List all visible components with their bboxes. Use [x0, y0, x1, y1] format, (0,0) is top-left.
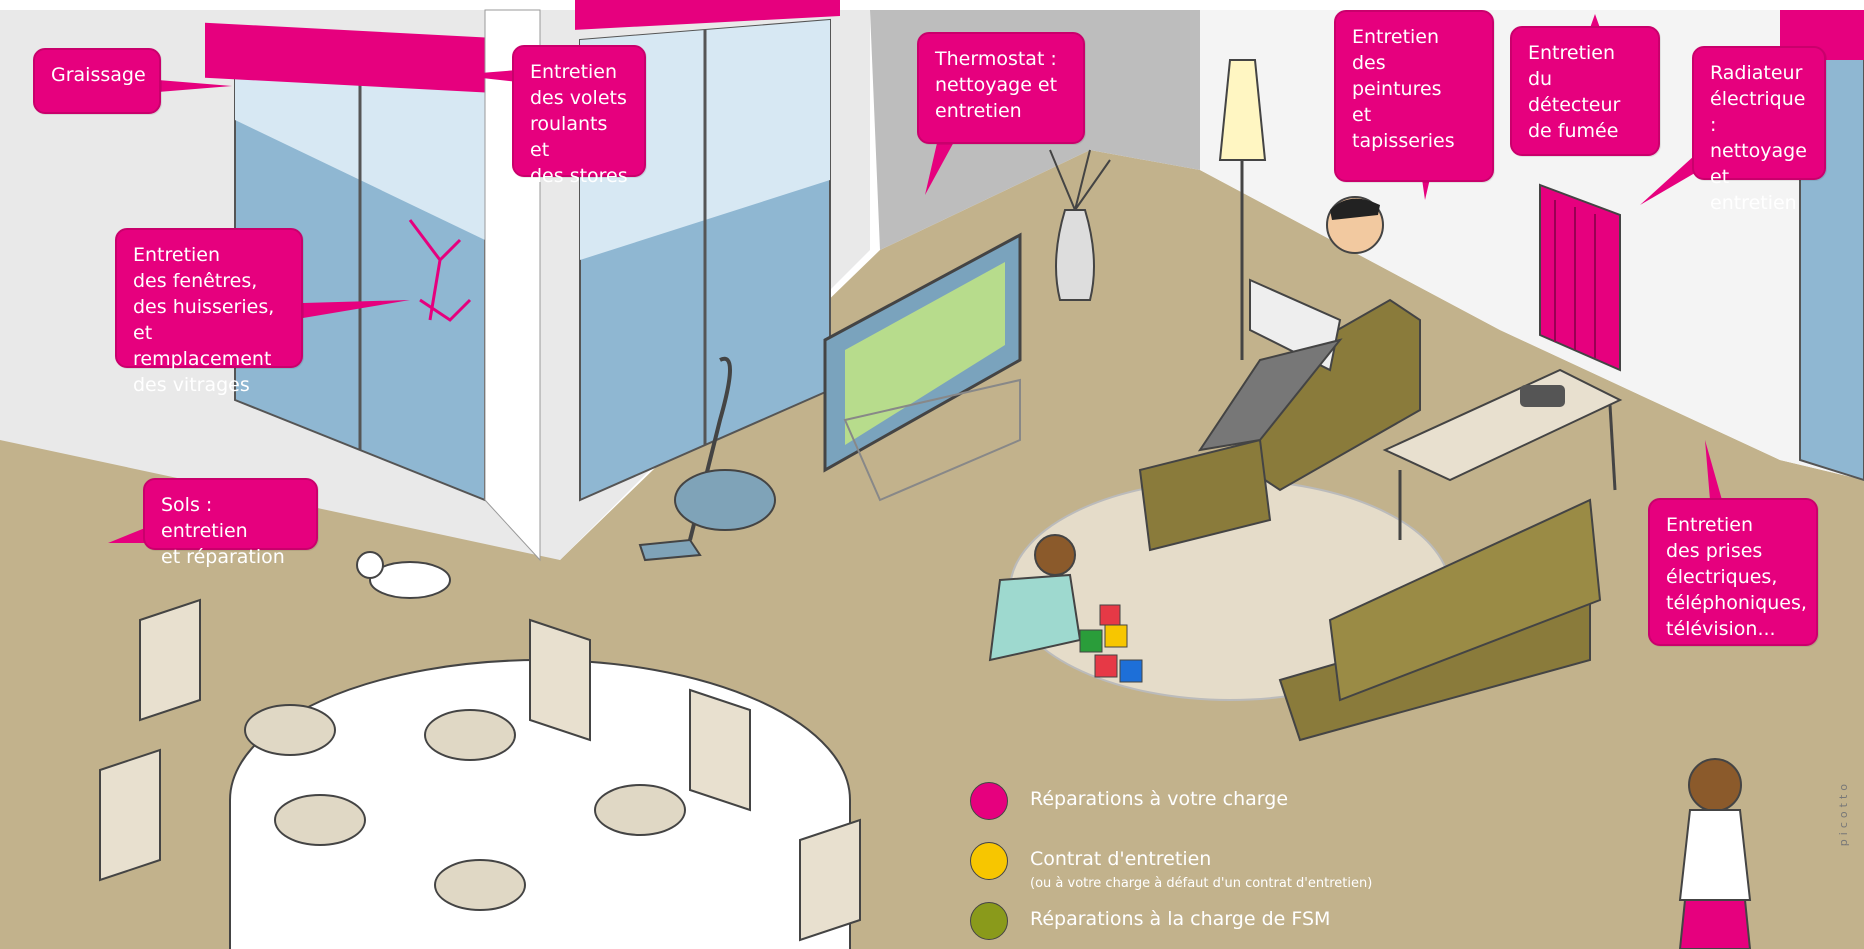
legend-label: Réparations à votre charge: [1030, 788, 1289, 810]
legend-dot-magenta: [970, 782, 1008, 820]
armchair: [1138, 298, 1421, 552]
callout-volets: Entretien des volets roulants et des sto…: [512, 45, 646, 187]
sofa: [1278, 498, 1602, 742]
callout-radiateur: Radiateur électrique : nettoyage et entr…: [1692, 46, 1826, 214]
side-table: [1382, 368, 1623, 540]
callout-fenetres: Entretien des fenêtres, des huisseries, …: [115, 228, 303, 396]
girl-with-drawing: [1678, 758, 1752, 949]
dog: [356, 551, 451, 599]
legend-label: Contrat d'entretien: [1030, 848, 1212, 870]
dining-chairs: [99, 598, 861, 942]
callout-prises: Entretien des prises électriques, téléph…: [1648, 498, 1818, 646]
legend-dot-olive: [970, 902, 1008, 940]
floor-lamp: [1218, 59, 1267, 360]
left-window: [205, 22, 495, 502]
callout-peintures: Entretien des peintures et tapisseries: [1334, 10, 1494, 182]
man-reading: [1197, 196, 1384, 452]
legend-label: Réparations à la charge de FSM: [1030, 908, 1331, 930]
radiator: [1539, 183, 1621, 372]
vacuum-cleaner: [638, 356, 776, 562]
child-with-blocks: [988, 534, 1143, 683]
callout-graissage: Graissage: [33, 48, 161, 114]
callout-pointers: [108, 14, 1722, 543]
callout-detecteur: Entretien du détecteur de fumée: [1510, 26, 1660, 156]
illustrator-credit: picotto: [1837, 780, 1850, 847]
callout-sols: Sols : entretien et réparation: [143, 478, 318, 568]
vase: [1049, 149, 1111, 301]
legend-dot-yellow: [970, 842, 1008, 880]
legend-sublabel: (ou à votre charge à défaut d'un contrat…: [1030, 876, 1373, 891]
callout-thermostat: Thermostat : nettoyage et entretien: [917, 32, 1085, 144]
television: [823, 232, 1022, 502]
